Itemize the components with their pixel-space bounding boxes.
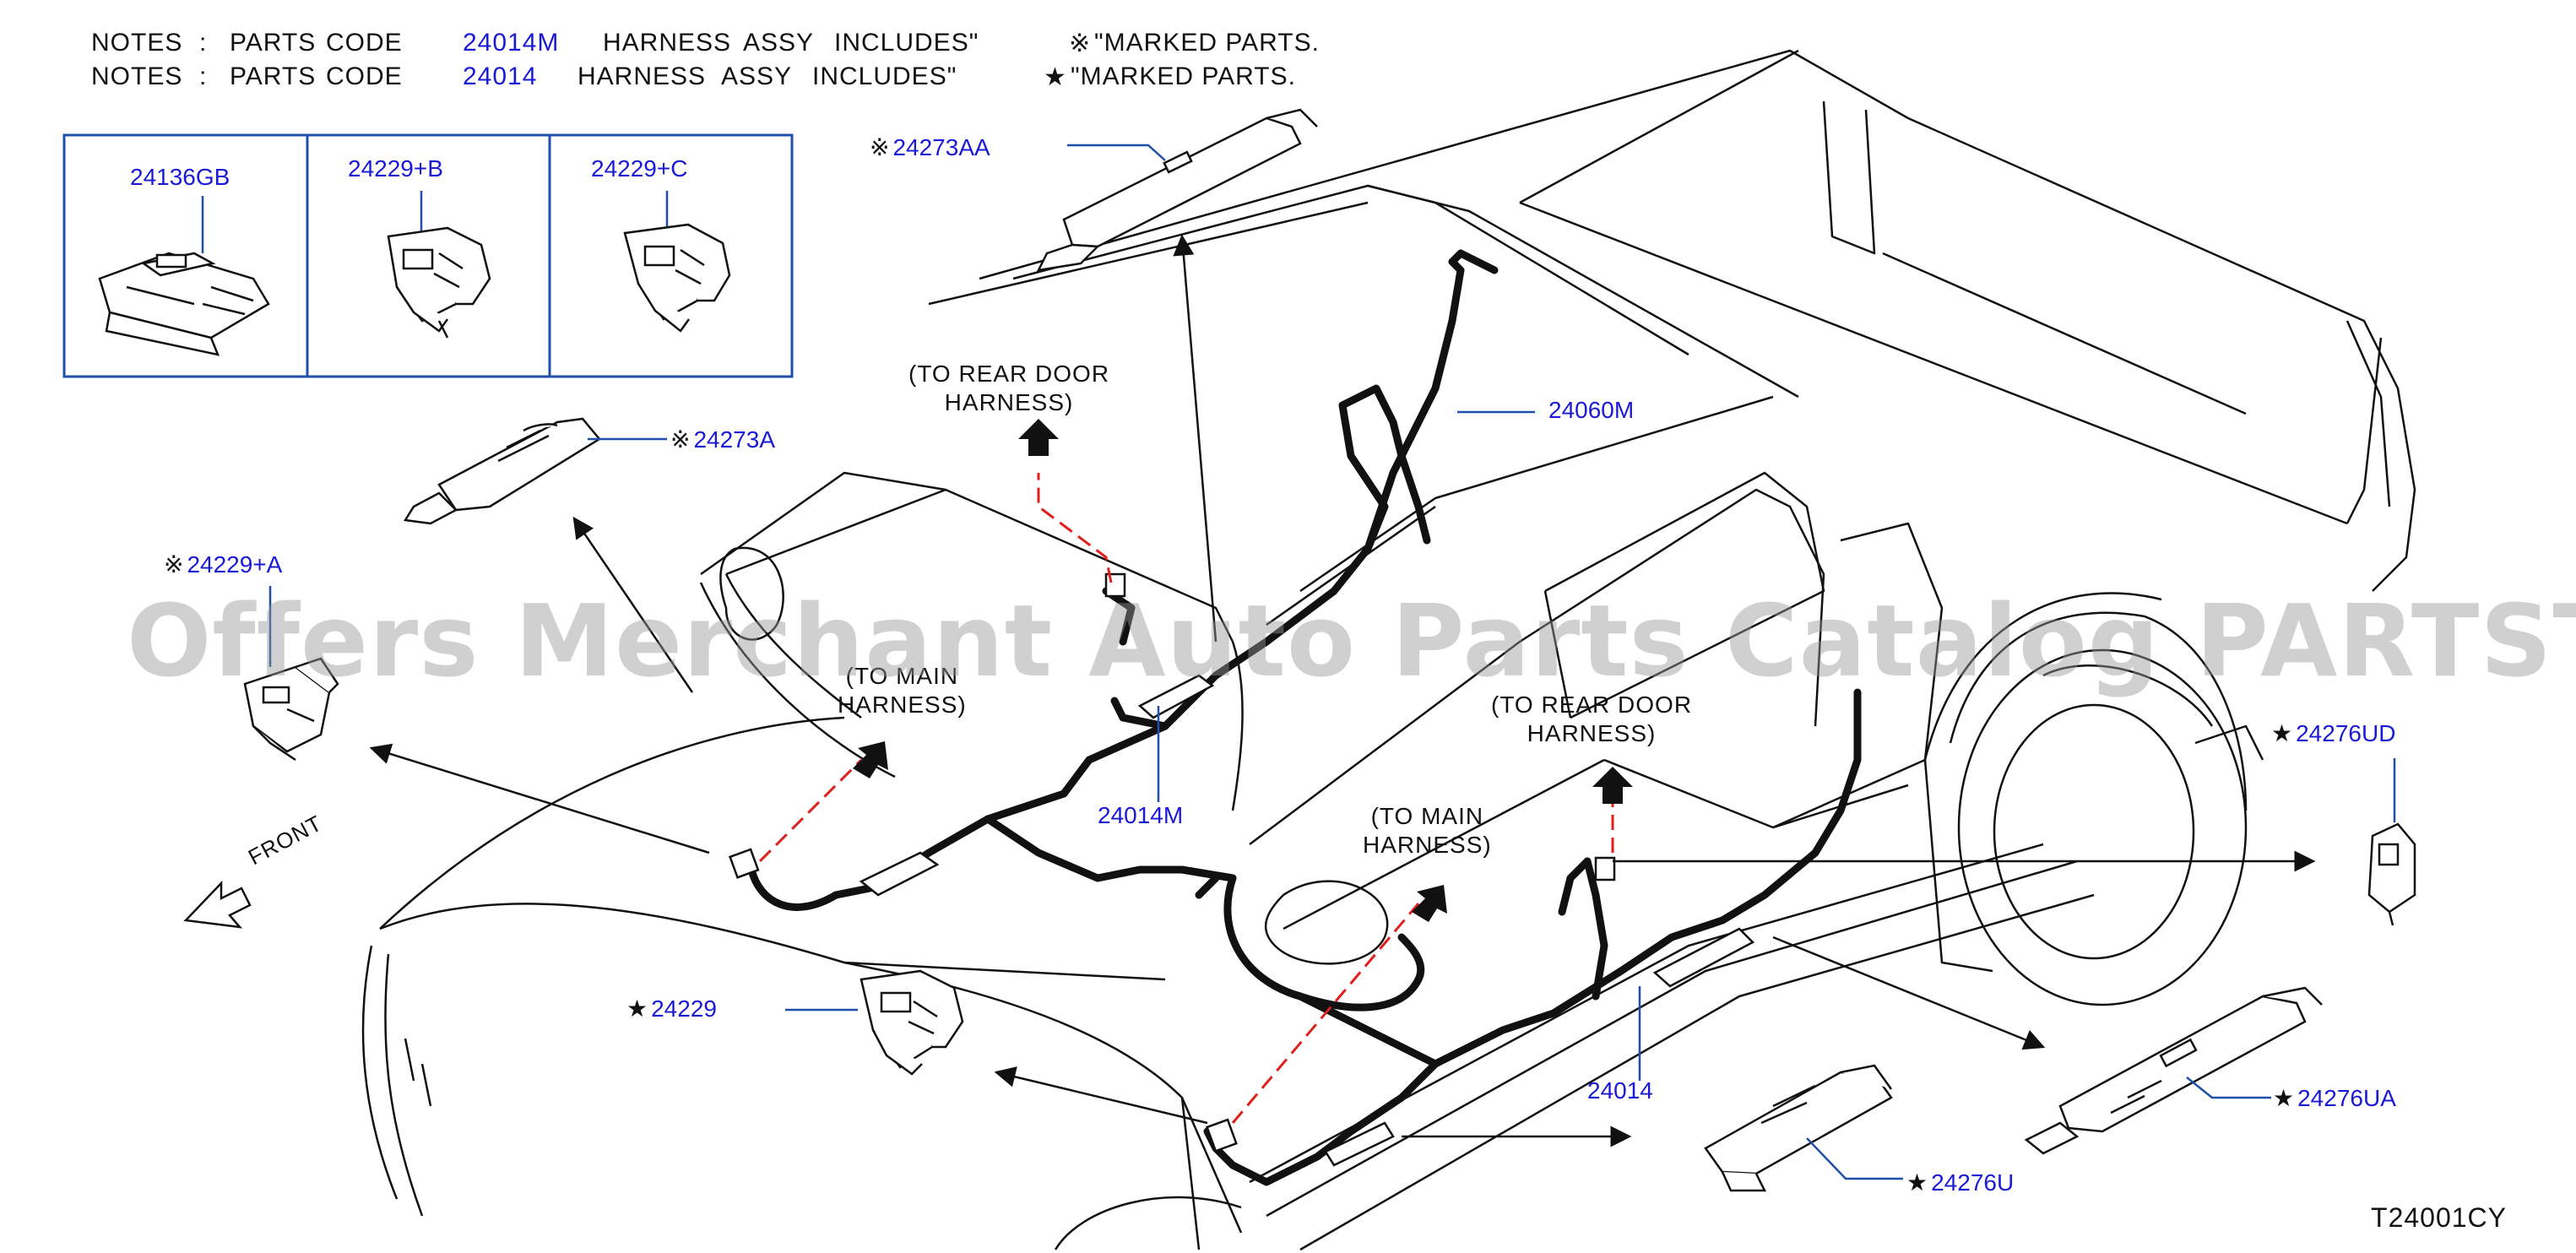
part-code: 24060M	[1548, 397, 1635, 423]
harness-note-main-mid: (TO MAIN HARNESS)	[1363, 802, 1492, 860]
part-code: 24276UD	[2296, 720, 2396, 746]
sensor-24273a-drawing	[403, 417, 601, 525]
note-word: INCLUDES"	[834, 29, 979, 57]
harness-note-rear-door-top: (TO REAR DOOR HARNESS)	[908, 360, 1109, 417]
marker-symbol: ★	[2273, 1085, 2295, 1111]
marker-symbol: ★	[626, 995, 648, 1022]
harness-note-main-left: (TO MAIN HARNESS)	[838, 662, 967, 719]
note-tail: "MARKED PARTS.	[1094, 29, 1320, 57]
note-word: HARNESS	[578, 62, 707, 90]
wiring-harness	[747, 249, 1862, 1186]
part-label-24276u[interactable]: ★24276U	[1906, 1169, 2014, 1196]
harness-note-line: HARNESS)	[944, 389, 1074, 415]
harness-note-line: (TO REAR DOOR	[1491, 692, 1693, 718]
marker-symbol: ※	[670, 426, 691, 453]
part-code: 24273A	[693, 426, 776, 453]
note-part-code[interactable]: 24014M	[463, 29, 560, 57]
part-label-24229[interactable]: ★24229	[626, 995, 717, 1022]
marker-symbol: ★	[2271, 720, 2293, 746]
sensor-24273aa-drawing	[1036, 108, 1318, 272]
note-part-code[interactable]: 24014	[463, 62, 538, 90]
part-code: 24014M	[1098, 802, 1184, 828]
part-label-24273aa[interactable]: ※24273AA	[870, 133, 990, 161]
harness-note-line: HARNESS)	[838, 692, 967, 718]
clip-24229b-drawing	[387, 226, 491, 339]
note-tail: "MARKED PARTS.	[1071, 62, 1296, 90]
harness-note-line: HARNESS)	[1527, 720, 1657, 746]
sensor-24276ua-drawing	[2024, 986, 2323, 1155]
inset-parts-box	[62, 133, 794, 378]
harness-note-line: HARNESS)	[1363, 832, 1492, 858]
note-marker: ★	[1044, 63, 1067, 91]
note-word: CODE	[326, 62, 403, 90]
harness-note-line: (TO REAR DOOR	[908, 361, 1110, 387]
note-word: HARNESS	[603, 29, 732, 57]
clip-24229c-drawing	[623, 223, 731, 333]
note-word: ASSY	[721, 62, 793, 90]
part-label-24273a[interactable]: ※24273A	[670, 426, 775, 453]
part-label-24136gb[interactable]: 24136GB	[130, 164, 230, 190]
note-separator: :	[199, 62, 208, 90]
part-label-24014m[interactable]: 24014M	[1098, 802, 1183, 829]
part-code: 24273AA	[892, 134, 990, 160]
connector-24136gb-drawing	[98, 252, 270, 356]
part-label-24276ud[interactable]: ★24276UD	[2271, 719, 2395, 747]
part-label-24229b[interactable]: 24229+B	[348, 155, 443, 182]
diagram-id: T24001CY	[2371, 1202, 2507, 1233]
part-code: 24014	[1587, 1077, 1653, 1104]
note-word: PARTS	[230, 62, 317, 90]
part-label-24014[interactable]: 24014	[1587, 1077, 1653, 1104]
front-direction-arrow	[183, 880, 252, 929]
note-line-1: NOTES : PARTS CODE 24014M HARNESS ASSY I…	[91, 29, 1358, 59]
note-marker: ※	[1069, 30, 1092, 57]
route-up-arrows	[853, 419, 1633, 922]
clip-24229a-drawing	[243, 657, 339, 762]
harness-connection-dashes	[758, 473, 1614, 1124]
clip-24229-drawing	[860, 969, 964, 1076]
note-word: PARTS	[230, 29, 317, 57]
note-line-2: NOTES : PARTS CODE 24014 HARNESS ASSY IN…	[91, 62, 1358, 93]
marker-symbol: ※	[164, 551, 184, 578]
harness-note-line: (TO MAIN	[1370, 803, 1484, 829]
sensor-24276u-drawing	[1704, 1064, 1893, 1192]
part-code: 24276UA	[2297, 1085, 2396, 1111]
pointer-arrows	[369, 234, 2316, 1147]
marker-symbol: ※	[870, 134, 890, 160]
clip-24276ud-drawing	[2367, 822, 2416, 926]
note-word: ASSY	[743, 29, 815, 57]
note-separator: :	[199, 29, 208, 57]
part-label-24229c[interactable]: 24229+C	[591, 155, 688, 182]
note-word: CODE	[326, 29, 403, 57]
part-label-24276ua[interactable]: ★24276UA	[2273, 1084, 2396, 1112]
truck-outline	[361, 49, 2416, 1251]
part-label-24060m[interactable]: 24060M	[1548, 397, 1634, 424]
part-code: 24229+A	[187, 551, 283, 578]
marker-symbol: ★	[1906, 1169, 1928, 1196]
note-prefix: NOTES	[91, 29, 183, 57]
part-code: 24276U	[1931, 1169, 2015, 1196]
part-label-24229a[interactable]: ※24229+A	[164, 551, 282, 578]
label-leaders	[268, 144, 2396, 1180]
part-code: 24229	[651, 995, 717, 1022]
note-prefix: NOTES	[91, 62, 183, 90]
note-word: INCLUDES"	[812, 62, 957, 90]
harness-note-rear-door-right: (TO REAR DOOR HARNESS)	[1491, 691, 1692, 748]
harness-note-line: (TO MAIN	[845, 663, 959, 689]
